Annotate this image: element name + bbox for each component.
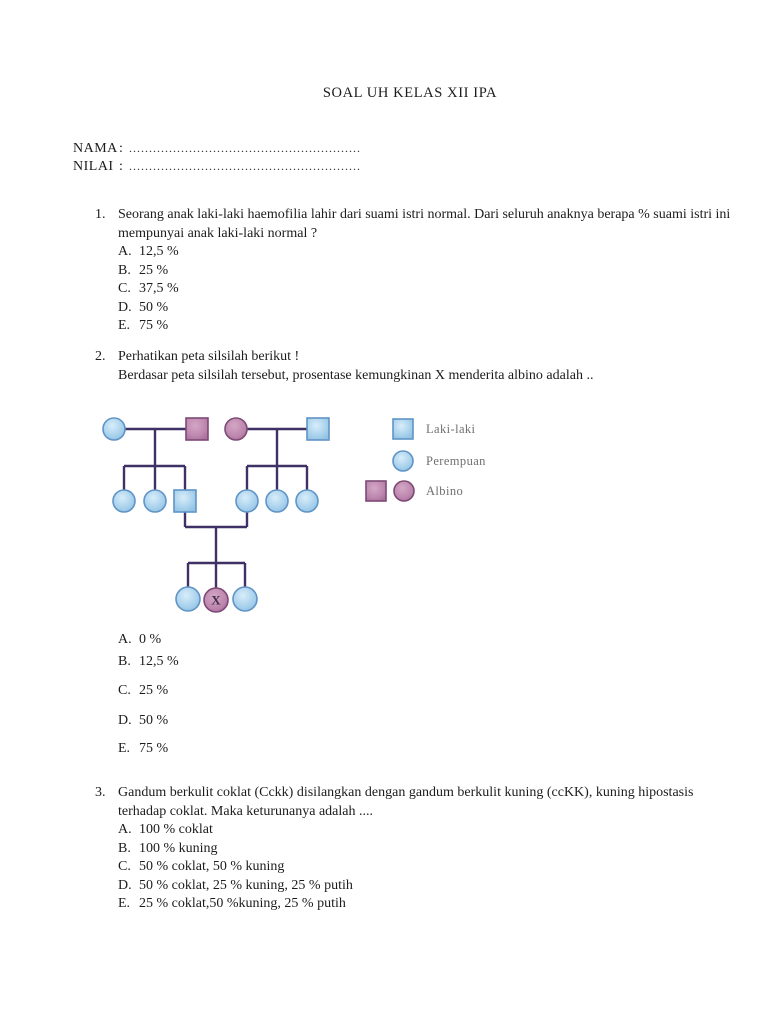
option-2b-text: 12,5 %: [139, 653, 179, 669]
option-1c-text: 37,5 %: [139, 281, 179, 296]
option-3c-letter: C.: [118, 859, 131, 874]
question-2-line2: Berdasar peta silsilah tersebut, prosent…: [118, 367, 594, 383]
question-1-number: 1.: [95, 207, 106, 222]
option-2d: D. 50 %: [118, 712, 179, 731]
score-label: NILAI: [73, 159, 114, 174]
student-header: NAMA:...................................…: [73, 139, 361, 175]
option-3d-letter: D.: [118, 877, 132, 893]
option-2d-text: 50 %: [139, 712, 169, 728]
gen1-female-normal: [102, 417, 126, 441]
question-2: 2. Perhatikan peta silsilah berikut ! Be…: [95, 348, 740, 385]
legend-albino-label: Albino: [426, 484, 463, 498]
option-2d-letter: D.: [118, 712, 132, 728]
option-2b: B. 12,5 %: [118, 653, 179, 672]
gen2-right-daughter-3: [295, 489, 319, 513]
option-2a-text: 0 %: [139, 632, 162, 647]
option-1b-letter: B.: [118, 262, 131, 278]
gen1-male-albino: [185, 417, 209, 441]
option-2a-letter: A.: [118, 632, 132, 647]
legend-male-icon: [392, 418, 414, 440]
option-1c: C. 37,5 %: [118, 280, 740, 299]
question-2-line1: Perhatikan peta silsilah berikut !: [118, 349, 300, 364]
option-2c-text: 25 %: [139, 683, 169, 698]
score-field-row: NILAI:..................................…: [73, 157, 361, 175]
option-1e-letter: E.: [118, 318, 131, 333]
gen1-female-albino: [224, 417, 248, 441]
question-3: 3. Gandum berkulit coklat (Cckk) disilan…: [95, 784, 740, 914]
question-3-number: 3.: [95, 785, 106, 800]
option-2e-letter: E.: [118, 741, 131, 756]
gen1-male-normal: [306, 417, 330, 441]
option-1e: E. 75 %: [118, 317, 740, 336]
gen2-left-daughter-1: [112, 489, 136, 513]
question-1-options: A. 12,5 % B. 25 % C. 37,5 % D. 50 % E. 75 %: [118, 243, 740, 336]
option-3c: C. 50 % coklat, 50 % kuning: [118, 858, 740, 877]
option-3e-letter: E.: [118, 896, 131, 911]
score-colon: :: [119, 159, 123, 174]
question-3-text: Gandum berkulit coklat (Cckk) disilangka…: [118, 785, 694, 819]
option-3e-text: 25 % coklat,50 %kuning, 25 % putih: [139, 896, 346, 911]
gen2-left-son: [173, 489, 197, 513]
name-colon: :: [119, 141, 123, 156]
gen2-left-daughter-2: [143, 489, 167, 513]
question-2-options: A. 0 % B. 12,5 % C. 25 % D. 50 % E. 75 %: [118, 631, 179, 759]
question-2-number: 2.: [95, 349, 106, 364]
option-1a: A. 12,5 %: [118, 243, 740, 262]
question-1: 1. Seorang anak laki-laki haemofilia lah…: [95, 206, 740, 336]
pedigree-lines: [122, 427, 309, 588]
option-1a-letter: A.: [118, 244, 132, 259]
option-3a: A. 100 % coklat: [118, 821, 740, 840]
x-individual-label: X: [211, 593, 221, 608]
option-3c-text: 50 % coklat, 50 % kuning: [139, 859, 285, 874]
option-3a-text: 100 % coklat: [139, 822, 213, 837]
option-1c-letter: C.: [118, 281, 131, 296]
legend-female-icon: [392, 450, 414, 472]
legend-albino-circle-icon: [393, 480, 415, 502]
option-3a-letter: A.: [118, 822, 132, 837]
gen3-daughter-1: [175, 586, 201, 612]
option-2b-letter: B.: [118, 653, 131, 669]
option-3d-text: 50 % coklat, 25 % kuning, 25 % putih: [139, 877, 353, 893]
option-2c: C. 25 %: [118, 682, 179, 701]
question-1-text: Seorang anak laki-laki haemofilia lahir …: [118, 207, 731, 241]
option-2c-letter: C.: [118, 683, 131, 698]
option-3e: E. 25 % coklat,50 %kuning, 25 % putih: [118, 895, 740, 914]
option-3b-letter: B.: [118, 840, 131, 856]
option-1d: D. 50 %: [118, 299, 740, 318]
option-1a-text: 12,5 %: [139, 244, 179, 259]
option-2a: A. 0 %: [118, 631, 179, 650]
gen3-daughter-x-albino: [203, 587, 229, 613]
score-dotted-line: ........................................…: [129, 159, 361, 173]
option-1d-text: 50 %: [139, 299, 169, 315]
option-3d: D. 50 % coklat, 25 % kuning, 25 % putih: [118, 877, 740, 896]
option-1e-text: 75 %: [139, 318, 169, 333]
gen2-right-daughter-1: [235, 489, 259, 513]
name-label: NAMA: [73, 141, 118, 156]
option-1b: B. 25 %: [118, 262, 740, 281]
gen3-daughter-3: [232, 586, 258, 612]
legend-female-label: Perempuan: [426, 454, 486, 468]
name-dotted-line: ........................................…: [129, 141, 361, 155]
option-1d-letter: D.: [118, 299, 132, 315]
gen2-right-daughter-2: [265, 489, 289, 513]
option-1b-text: 25 %: [139, 262, 169, 278]
page-title: SOAL UH KELAS XII IPA: [322, 85, 498, 101]
option-3b-text: 100 % kuning: [139, 840, 218, 856]
legend-albino-square-icon: [365, 480, 387, 502]
name-field-row: NAMA:...................................…: [73, 139, 361, 157]
question-3-options: A. 100 % coklat B. 100 % kuning C. 50 % cok…: [118, 821, 740, 914]
option-2e: E. 75 %: [118, 740, 179, 759]
pedigree-svg: X Laki-laki Perempuan Albino: [102, 417, 486, 613]
pedigree-diagram: X Laki-laki Perempuan Albino: [95, 408, 515, 620]
option-2e-text: 75 %: [139, 741, 169, 756]
option-3b: B. 100 % kuning: [118, 840, 740, 859]
legend-male-label: Laki-laki: [426, 422, 476, 436]
